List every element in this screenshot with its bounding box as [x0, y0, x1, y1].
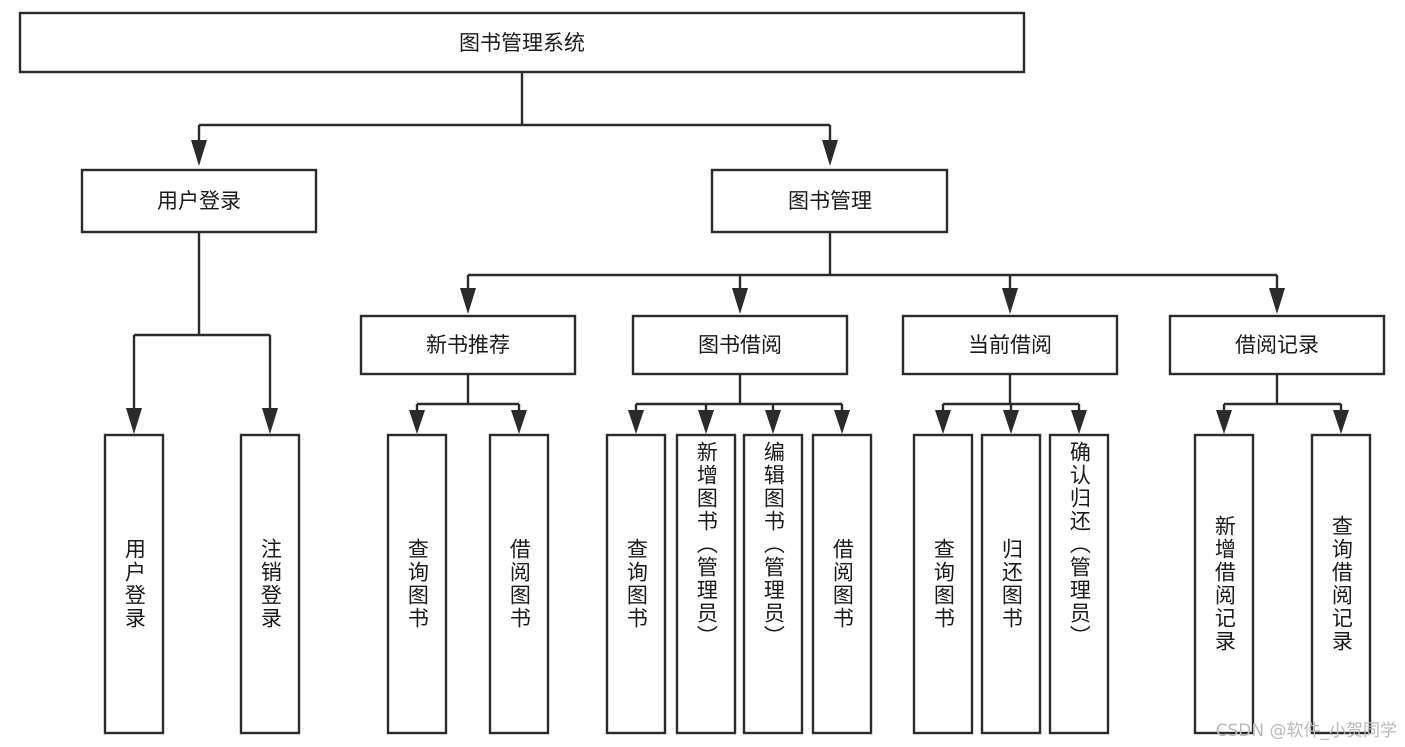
arrow-head-leaf-query-record	[1333, 410, 1349, 434]
node-label-user-login: 用户登录	[157, 189, 241, 213]
node-box-user-login[interactable]	[80, 168, 318, 234]
arrow-head-bookborrow	[732, 288, 748, 314]
node-label-borrow-record: 借阅记录	[1235, 333, 1319, 357]
connector-group-bookborrow	[628, 374, 850, 434]
connector-group-userlogin	[126, 232, 278, 434]
node-label-leaf-edit-book: 编辑图书（管理员）	[761, 441, 786, 648]
node-label-book-manage: 图书管理	[788, 189, 872, 213]
node-label-root: 图书管理系统	[459, 31, 585, 55]
connector-group-newbook	[409, 374, 527, 434]
node-box-new-book-recommend[interactable]	[359, 314, 577, 376]
node-box-leaf-add-record[interactable]	[1193, 433, 1255, 735]
node-label-new-book-recommend: 新书推荐	[426, 333, 510, 357]
node-box-leaf-return-book[interactable]	[980, 433, 1042, 735]
node-label-leaf-query-record: 查询借阅记录	[1329, 515, 1354, 653]
node-box-leaf-confirm-return[interactable]	[1048, 433, 1110, 735]
connector-group-borrowrecord	[1216, 374, 1349, 434]
node-box-leaf-add-book[interactable]	[675, 433, 737, 735]
arrow-head-leaf-logout	[262, 408, 278, 434]
node-box-borrow-record[interactable]	[1168, 314, 1386, 376]
arrow-head-leaf-edit-book	[765, 410, 781, 434]
arrow-head-leaf-borrow-book-1	[511, 410, 527, 434]
node-box-leaf-query-book-2[interactable]	[605, 433, 667, 735]
node-label-leaf-add-book: 新增图书（管理员）	[694, 441, 719, 648]
arrow-head-userlogin	[191, 140, 207, 166]
arrow-head-borrowrecord	[1269, 288, 1285, 314]
arrow-head-leaf-borrow-book-2	[834, 410, 850, 434]
arrow-head-leaf-add-book	[698, 410, 714, 434]
node-label-current-borrow: 当前借阅	[968, 333, 1052, 357]
node-box-leaf-query-record[interactable]	[1310, 433, 1372, 735]
node-box-leaf-edit-book[interactable]	[742, 433, 804, 735]
arrow-head-leaf-return-book	[1003, 410, 1019, 434]
node-box-leaf-logout[interactable]	[239, 433, 301, 735]
node-label-leaf-borrow-book-2: 借阅图书	[830, 538, 855, 630]
node-box-leaf-borrow-book-2[interactable]	[811, 433, 873, 735]
node-box-book-borrow[interactable]	[631, 314, 849, 376]
node-box-current-borrow[interactable]	[901, 314, 1119, 376]
arrow-head-leaf-query-book-1	[409, 410, 425, 434]
node-box-leaf-query-book-1[interactable]	[386, 433, 448, 735]
connector-group-currentborrow	[935, 374, 1087, 434]
arrow-head-leaf-add-record	[1216, 410, 1232, 434]
arrow-head-currentborrow	[1002, 288, 1018, 314]
node-label-leaf-query-book-1: 查询图书	[405, 538, 430, 630]
arrow-head-newbook	[460, 288, 476, 314]
node-label-leaf-user-login: 用户登录	[122, 538, 147, 630]
connector-group-root	[191, 72, 838, 166]
arrow-head-bookmanage	[822, 140, 838, 166]
node-label-leaf-borrow-book-1: 借阅图书	[507, 538, 532, 630]
arrow-head-leaf-query-book-2	[628, 410, 644, 434]
node-label-leaf-logout: 注销登录	[258, 538, 283, 630]
node-label-leaf-return-book: 归还图书	[999, 538, 1024, 630]
connector-group-bookmanage	[460, 232, 1285, 314]
node-box-root[interactable]	[18, 11, 1026, 74]
arrow-head-leaf-user-login	[126, 408, 142, 434]
node-box-book-manage[interactable]	[710, 168, 949, 234]
node-label-leaf-query-book-2: 查询图书	[624, 538, 649, 630]
arrow-head-leaf-confirm-return	[1071, 410, 1087, 434]
node-label-leaf-add-record: 新增借阅记录	[1212, 515, 1237, 653]
node-label-book-borrow: 图书借阅	[698, 333, 782, 357]
node-label-leaf-query-book-3: 查询图书	[931, 538, 956, 630]
node-box-leaf-user-login[interactable]	[103, 433, 165, 735]
node-label-leaf-confirm-return: 确认归还（管理员）	[1067, 441, 1092, 648]
arrow-head-leaf-query-book-3	[935, 410, 951, 434]
node-box-leaf-borrow-book-1[interactable]	[488, 433, 550, 735]
watermark-text: CSDN @软件_小贺同学	[1215, 721, 1397, 741]
node-box-leaf-query-book-3[interactable]	[912, 433, 974, 735]
